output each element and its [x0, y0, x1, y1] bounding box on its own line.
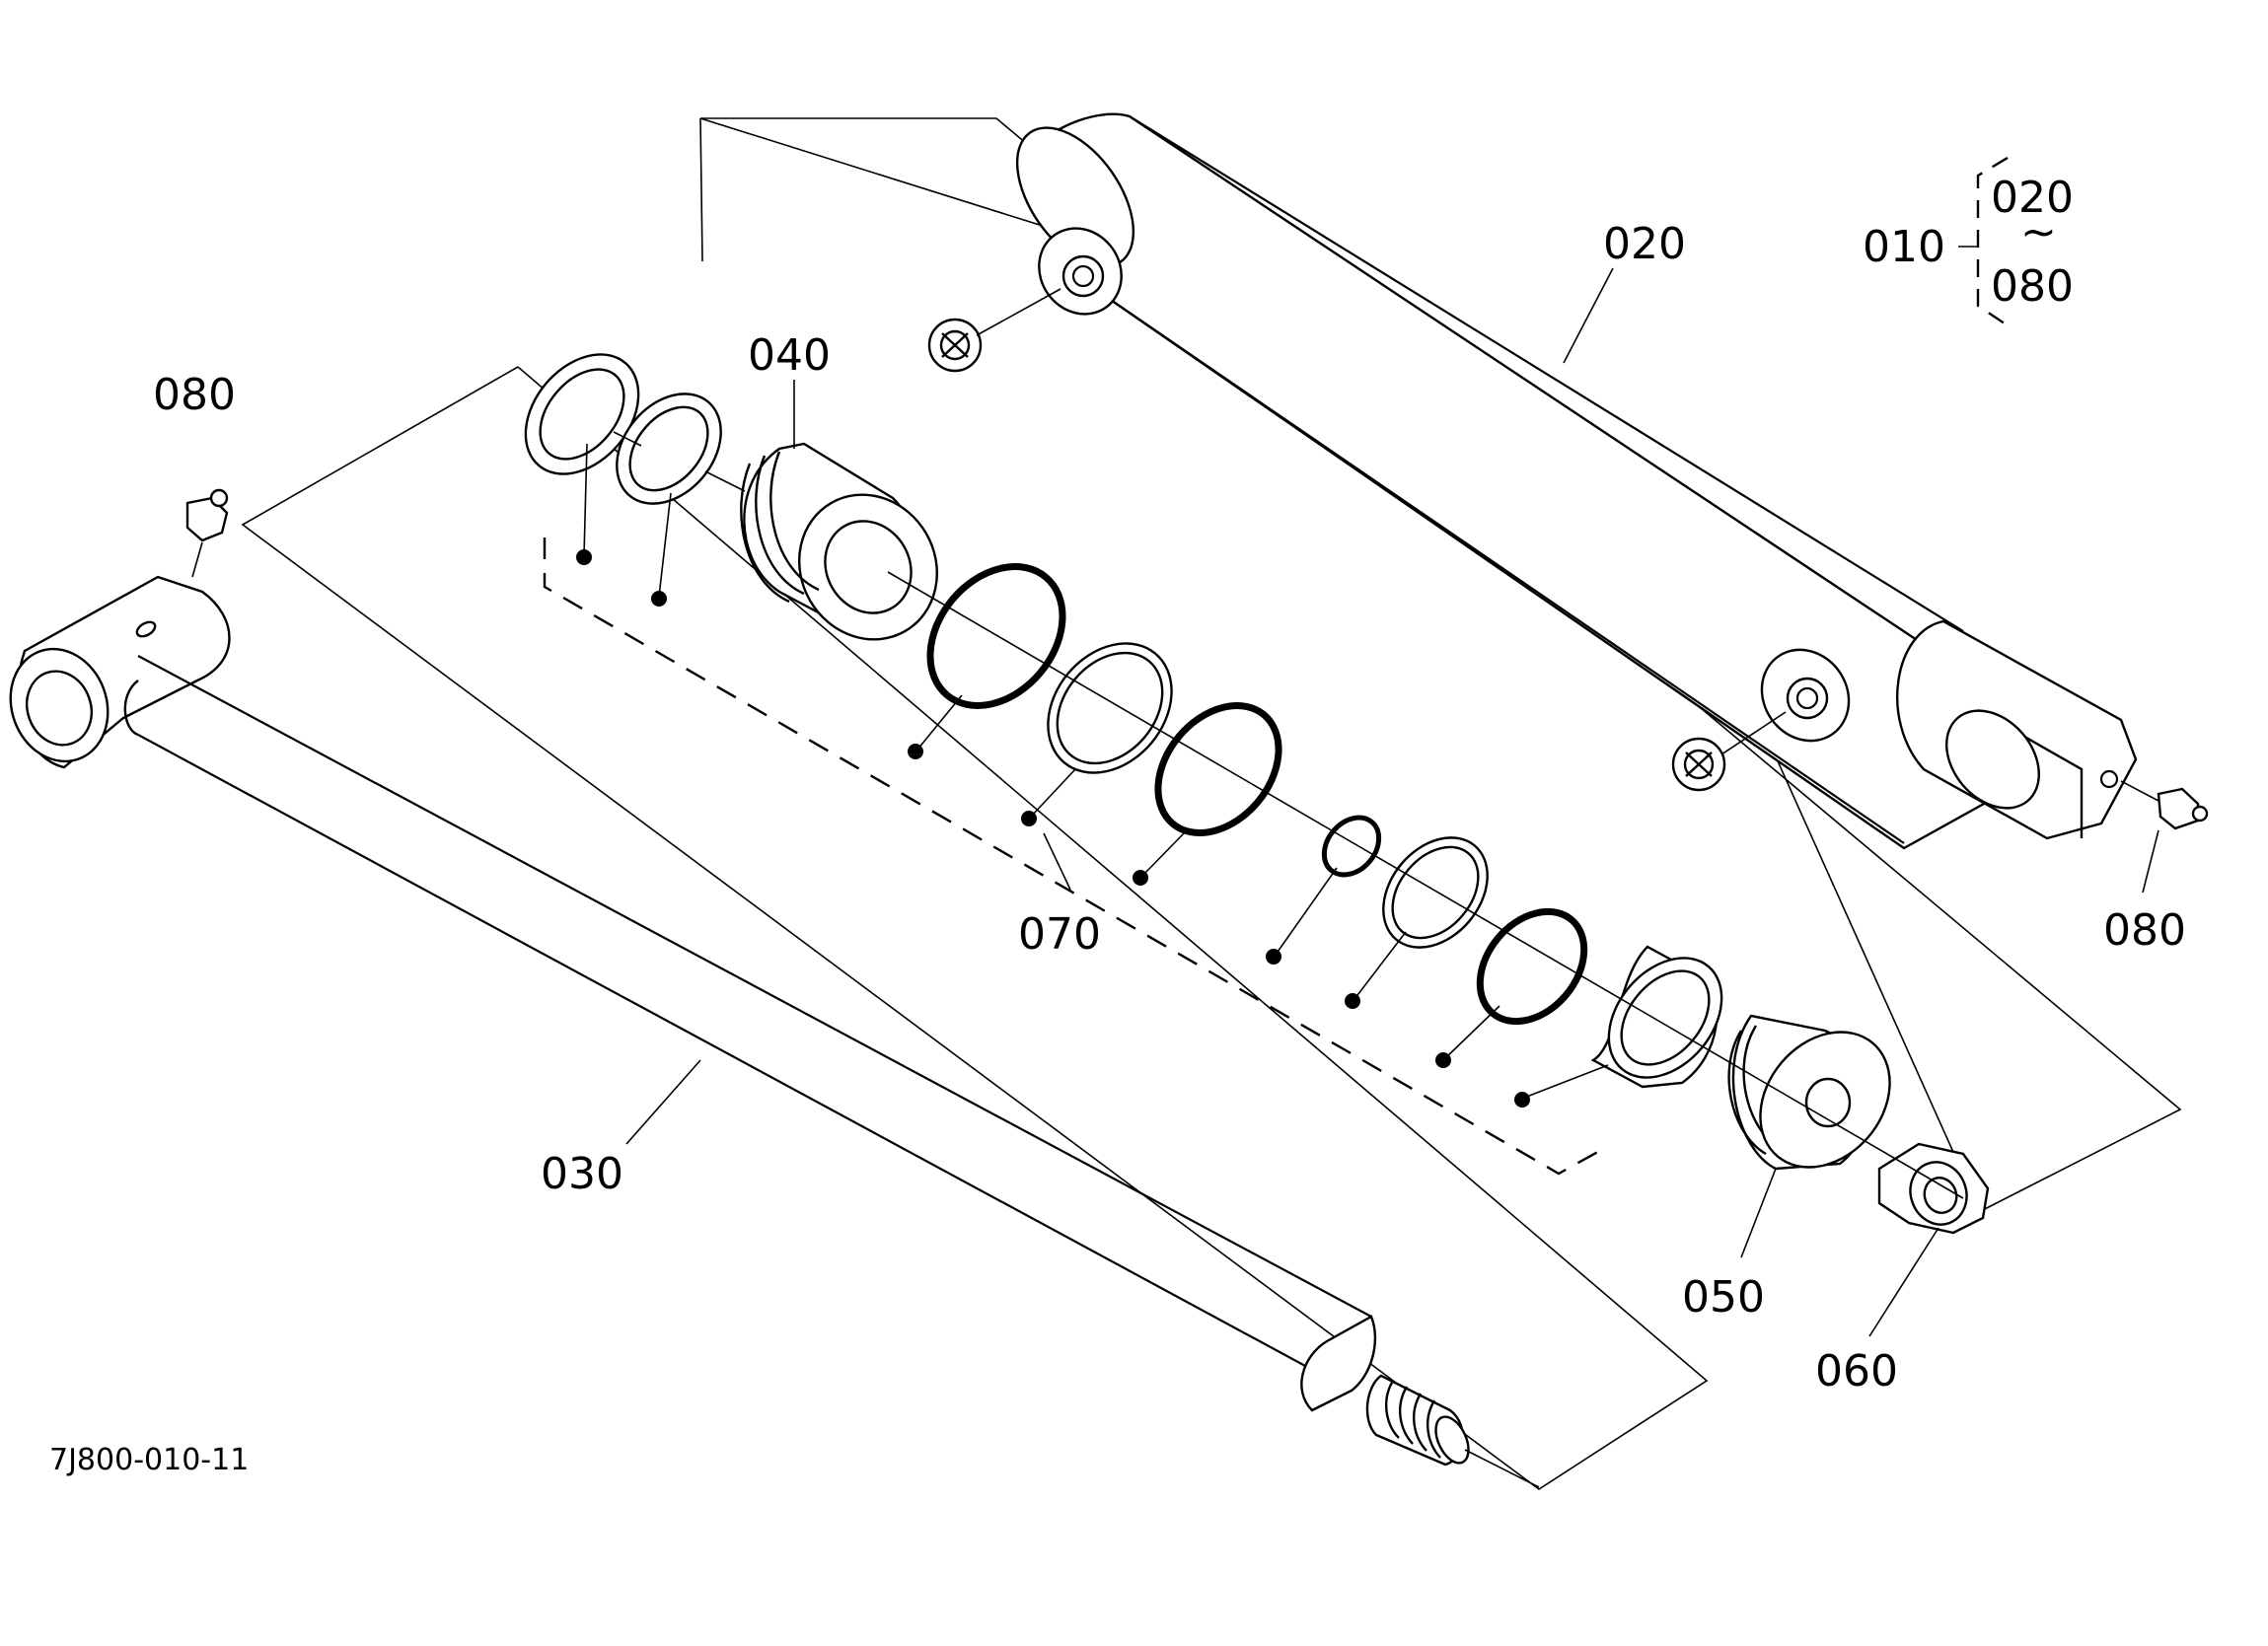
assembly-range-brace	[1976, 156, 2009, 326]
wiper-seal	[524, 353, 640, 475]
piston-rod	[9, 575, 1540, 1488]
o-ring-large-1	[926, 563, 1066, 709]
o-ring-large-2	[1154, 702, 1282, 836]
plug-rear	[1671, 711, 1787, 792]
grease-nipple-right	[2120, 780, 2209, 894]
label-020-range-start: 020	[1991, 173, 2074, 223]
o-ring-small	[1321, 815, 1382, 878]
o-ring-large-3	[1476, 907, 1588, 1026]
label-080-left: 080	[153, 370, 236, 420]
label-040: 040	[748, 330, 831, 381]
label-080-right: 080	[2103, 905, 2186, 956]
grease-nipple-left	[185, 488, 229, 578]
seal-kit-dots	[576, 549, 1530, 1108]
seal-kit-bracket	[543, 443, 1609, 1176]
piston	[1727, 1014, 1891, 1171]
label-070: 070	[1018, 909, 1101, 960]
backup-ring-2	[1382, 836, 1489, 949]
label-030: 030	[541, 1149, 623, 1199]
plug-top	[927, 288, 1061, 373]
cylinder-tube	[1015, 112, 2138, 850]
piston-wear-ring	[1590, 945, 1723, 1089]
leader-lines	[625, 246, 1978, 1337]
rod-seal	[616, 393, 722, 505]
backup-ring-1	[1047, 642, 1173, 774]
label-020: 020	[1603, 219, 1686, 269]
rod-guide	[740, 442, 939, 641]
nut	[1877, 1142, 1990, 1235]
label-080-range-end: 080	[1991, 261, 2074, 312]
drawing-code: 7J800-010-11	[49, 1443, 249, 1477]
label-060: 060	[1815, 1346, 1898, 1396]
label-range-tilde: ~	[2020, 207, 2057, 257]
label-010: 010	[1863, 222, 1945, 272]
label-050: 050	[1682, 1272, 1765, 1323]
piston-rod-frame	[241, 366, 1709, 1490]
assembly-axis	[613, 431, 1964, 1199]
